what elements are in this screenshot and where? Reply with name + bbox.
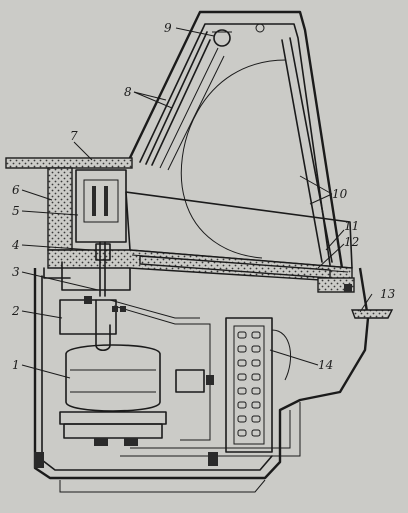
light-guide-panels — [159, 47, 225, 171]
label-5: 5 — [12, 204, 20, 218]
valve-housing — [59, 296, 126, 335]
label-12: 12 — [344, 235, 359, 249]
label-8: 8 — [124, 85, 132, 99]
compressor — [59, 344, 167, 446]
leader-lines — [21, 27, 373, 379]
reflector-arc — [180, 59, 287, 259]
lid-frame — [126, 10, 344, 269]
label-6: 6 — [12, 183, 20, 197]
cabinet-body — [33, 267, 370, 493]
feet — [34, 452, 218, 468]
relay-box — [175, 369, 214, 393]
label-4: 4 — [11, 238, 20, 252]
insulated-wall — [47, 167, 73, 251]
label-3: 3 — [12, 265, 20, 279]
part-labels: 1 2 3 4 5 6 7 8 9 10 11 12 13 14 — [11, 21, 396, 372]
label-13: 13 — [380, 287, 396, 301]
label-2: 2 — [11, 304, 20, 318]
hinge-block — [317, 277, 355, 293]
label-10: 10 — [332, 187, 348, 201]
condenser — [225, 317, 292, 453]
door-handle — [350, 309, 394, 319]
label-14: 14 — [318, 358, 333, 372]
top-plate — [5, 157, 133, 169]
glass-panel — [281, 37, 333, 263]
label-9: 9 — [164, 21, 172, 35]
evaporator-box — [75, 169, 127, 243]
lamp — [212, 23, 265, 47]
label-7: 7 — [70, 129, 78, 143]
label-11: 11 — [344, 219, 359, 233]
bottom-pipe-loop — [120, 402, 301, 457]
label-1: 1 — [12, 358, 20, 372]
